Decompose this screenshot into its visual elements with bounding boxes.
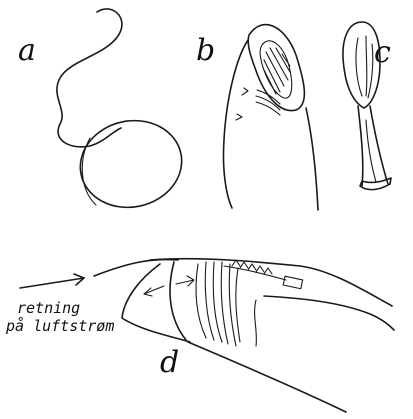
panel-b-reed-tip: b <box>196 25 318 210</box>
wire-loop-outer <box>72 111 190 216</box>
label-a: a <box>18 33 36 68</box>
reed-right-edge <box>306 108 318 210</box>
thread-wraps <box>196 262 240 346</box>
reed-body <box>223 40 248 208</box>
reed-shoulder <box>264 296 394 330</box>
reed-front-top <box>94 260 178 276</box>
reed-front-lip <box>170 262 186 340</box>
airflow-arrow <box>20 274 84 288</box>
thread-loose-end <box>255 300 257 346</box>
wire-strand <box>57 9 122 147</box>
label-d: d <box>160 345 179 380</box>
airflow-caption-line2: på luftstrøm <box>5 316 114 335</box>
reed-wrap-marks <box>236 88 280 120</box>
spoon-grain <box>356 36 373 98</box>
reed-upper-edge <box>150 259 392 306</box>
reed-opening-rim <box>248 25 304 111</box>
reed-lower-edge <box>188 342 346 412</box>
reed-cavity-hatch <box>264 48 290 94</box>
panel-a-wire-loop: a <box>18 9 190 217</box>
flex-arrows <box>144 276 194 296</box>
label-b: b <box>196 33 215 68</box>
panel-c-spoon-stick: c <box>343 22 391 190</box>
label-c: c <box>374 35 391 70</box>
panel-d-wrapped-reed: retning på luftstrøm d <box>5 259 394 412</box>
spoon-handle-right <box>370 106 388 184</box>
airflow-caption-line1: retning <box>17 299 80 317</box>
spoon-handle-left <box>358 106 363 186</box>
thread-tail-tab <box>283 276 302 289</box>
